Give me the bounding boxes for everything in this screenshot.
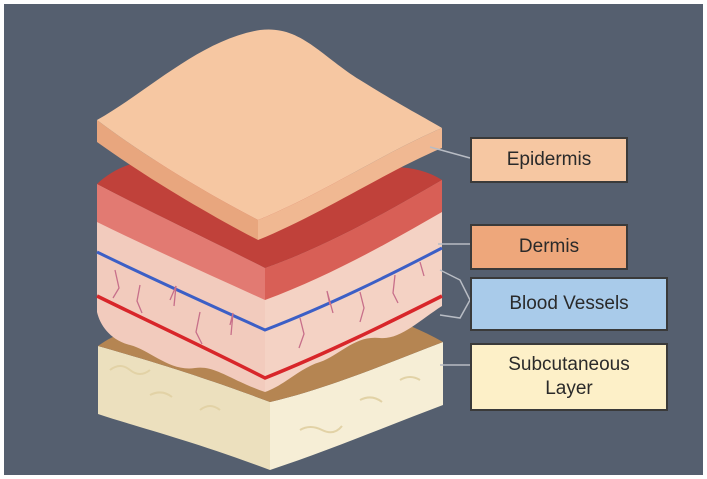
blood-vessels-bracket	[440, 270, 470, 318]
subcutaneous-label: Subcutaneous Layer	[470, 343, 668, 411]
epidermis-label: Epidermis	[470, 137, 628, 183]
blood-vessels-label: Blood Vessels	[470, 277, 668, 331]
subcutaneous-label-line1: Subcutaneous	[508, 353, 630, 377]
dermis-label: Dermis	[470, 224, 628, 270]
subcutaneous-label-line2: Layer	[545, 377, 593, 401]
epidermis-connector	[430, 147, 470, 158]
